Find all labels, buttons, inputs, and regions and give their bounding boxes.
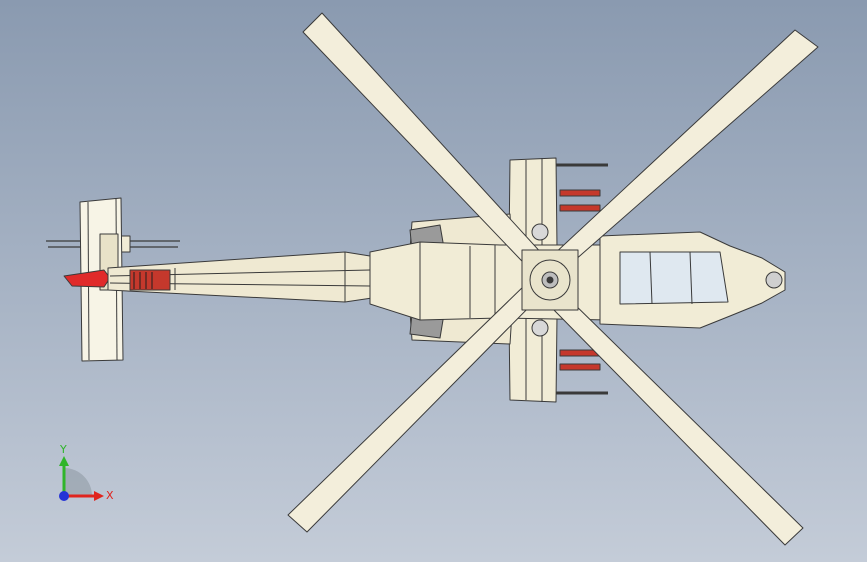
tail-boom [107, 251, 373, 303]
triad-rotation-arc [64, 468, 92, 496]
tail-red-fin [63, 269, 111, 288]
z-axis-dot [59, 491, 69, 501]
main-rotor [287, 12, 819, 546]
coordinate-triad: Y X [59, 443, 114, 502]
cockpit [599, 231, 786, 329]
x-axis-label: X [106, 489, 114, 502]
y-axis-arrowhead [59, 456, 69, 466]
missile-rack-lower [556, 349, 608, 395]
y-axis-label: Y [59, 443, 67, 456]
x-axis-arrowhead [94, 491, 104, 501]
missile-rack-upper [556, 163, 608, 212]
